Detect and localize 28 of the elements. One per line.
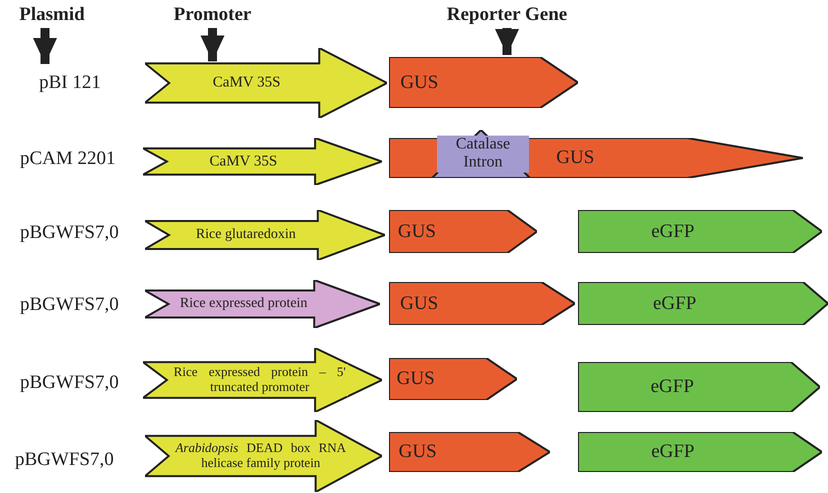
plasmid-name: pCAM 2201 (20, 148, 116, 170)
gene-label: GUS (398, 220, 437, 242)
gene-label: eGFP (651, 441, 696, 463)
gene-label: Rice glutaredoxin (194, 226, 297, 244)
header-label: Promoter (172, 4, 252, 26)
plasmid-name: pBI 121 (38, 72, 102, 94)
arrow (495, 28, 519, 55)
gene-label: Arabidopsis DEAD box RNA helicase family protein (173, 440, 348, 472)
gene-label: Catalase Intron (436, 136, 530, 172)
gene-label: GUS (400, 292, 440, 314)
plasmid-name: pBGWFS7,0 (20, 294, 119, 316)
gene-label: eGFP (650, 376, 695, 398)
gene-label: CaMV 35S (212, 74, 282, 92)
gene-label: GUS (396, 368, 436, 390)
gene-label: eGFP (653, 292, 698, 314)
plasmid-name: pBGWFS7,0 (20, 372, 119, 394)
gene-label: Rice expressed protein – 5' truncated promoter (172, 364, 348, 396)
plasmid-name: pBGWFS7,0 (15, 449, 114, 471)
gene-label: Rice expressed protein (178, 296, 308, 312)
header-label: Plasmid (18, 4, 86, 26)
gene-label: CaMV 35S (208, 152, 278, 170)
gene-label: GUS (400, 72, 440, 94)
arrow (200, 28, 224, 62)
gene-label: eGFP (651, 220, 696, 242)
arrow (33, 28, 57, 64)
gene-label: GUS (398, 441, 438, 463)
plasmid-name: pBGWFS7,0 (20, 222, 119, 244)
header-label: Reporter Gene (446, 4, 568, 26)
